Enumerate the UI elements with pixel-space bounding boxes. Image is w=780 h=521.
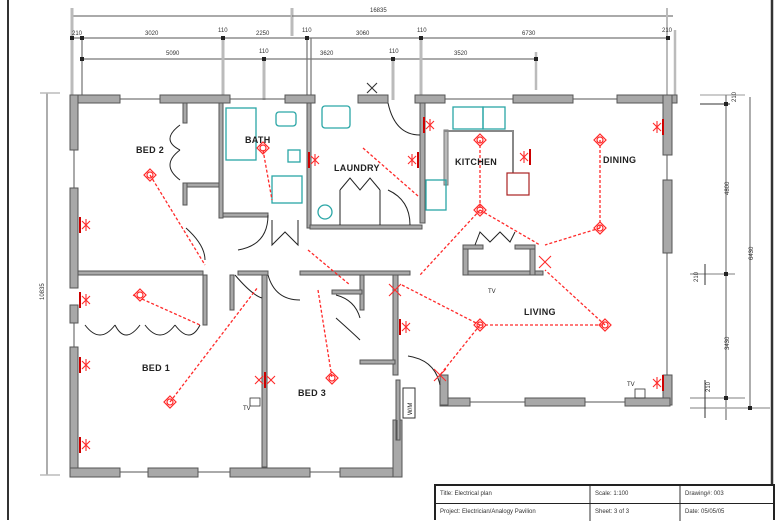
dimension-lines-top	[70, 8, 677, 100]
outlet-icon	[433, 368, 447, 382]
room-label-bath: BATH	[245, 135, 271, 145]
light-points	[133, 133, 612, 409]
light-icon	[593, 221, 607, 235]
tv-label-living2: TV	[627, 382, 635, 388]
outlet-icon	[407, 152, 419, 168]
shower	[271, 175, 303, 204]
light-icon	[473, 318, 487, 332]
dimension-ticks-top	[70, 36, 670, 61]
title-block-project: Project: Electrician/Analogy Pavilion	[436, 504, 591, 521]
dim-top-1: 3020	[145, 31, 159, 37]
dim-second-4: 3520	[454, 51, 468, 57]
walls	[69, 94, 678, 478]
outlet-icon	[79, 217, 91, 233]
dim-top-5: 3060	[356, 31, 370, 37]
outlet-icon	[308, 152, 320, 168]
meter-box	[402, 387, 416, 419]
dim-top-3: 2250	[256, 31, 270, 37]
room-label-bed3: BED 3	[298, 388, 326, 398]
outlet-icon	[79, 292, 91, 308]
outlet-icon	[399, 319, 411, 335]
room-label-dining: DINING	[603, 155, 636, 165]
dimension-lines-left	[40, 92, 60, 476]
outlet-icon	[538, 255, 552, 269]
outlet-icon	[254, 372, 276, 388]
outlet-icon	[79, 357, 91, 373]
outlet-icon	[366, 82, 378, 94]
outlet-icon	[388, 283, 402, 297]
title-block-sheet: Sheet: 3 of 3	[591, 504, 681, 521]
title-block-scale: Scale: 1:100	[591, 486, 681, 503]
dim-second-2: 3620	[320, 51, 334, 57]
title-block: Title: Electrical plan Scale: 1:100 Draw…	[434, 484, 775, 521]
room-label-bed2: BED 2	[136, 145, 164, 155]
stove	[425, 179, 447, 211]
kitchen-sink-left	[452, 106, 484, 130]
light-icon	[598, 318, 612, 332]
fixtures	[225, 105, 506, 220]
tv-label-living: TV	[488, 289, 496, 295]
dim-top-8: 210	[662, 28, 673, 34]
power-outlets	[79, 82, 664, 453]
title-block-date: Date: 05/05/05	[685, 509, 725, 515]
light-icon	[163, 395, 177, 409]
dim-top-2: 110	[218, 28, 228, 34]
fridge	[506, 172, 530, 196]
outlet-icon	[519, 149, 531, 165]
room-label-living: LIVING	[524, 307, 556, 317]
dim-second-1: 110	[259, 49, 269, 55]
tv-label-bed3: TV	[243, 406, 251, 412]
dim-top-0: 210	[72, 31, 83, 37]
light-icon	[593, 133, 607, 147]
dim-right-lower: 3430	[725, 336, 731, 350]
laundry-tub	[321, 105, 351, 129]
outlet-icon	[423, 117, 435, 133]
light-icon	[143, 168, 157, 182]
outlet-icon	[652, 119, 664, 135]
room-label-laundry: LAUNDRY	[334, 163, 380, 173]
dimension-lines-right	[690, 94, 770, 420]
dim-overall-width: 16835	[370, 8, 387, 14]
light-icon	[473, 133, 487, 147]
washing-machine	[317, 204, 333, 220]
dim-right-small-top: 210	[732, 91, 738, 102]
title-block-row-2: Project: Electrician/Analogy Pavilion Sh…	[436, 504, 773, 521]
light-icon	[133, 288, 147, 302]
dim-second-0: 5090	[166, 51, 180, 57]
dim-left-height: 10835	[40, 283, 46, 300]
title-block-row-1: Title: Electrical plan Scale: 1:100 Draw…	[436, 486, 773, 504]
dim-right-small-bot: 210	[706, 381, 712, 392]
basin	[275, 111, 297, 127]
outlet-icon	[79, 437, 91, 453]
doors	[84, 102, 516, 386]
tv-point-living2	[634, 388, 646, 399]
light-icon	[473, 203, 487, 217]
dim-top-4: 110	[302, 28, 312, 34]
dim-second-3: 110	[389, 49, 399, 55]
dim-top-6: 110	[417, 28, 427, 34]
outlet-icon	[652, 375, 664, 391]
toilet	[287, 149, 301, 163]
meter-label: W/M	[408, 403, 414, 415]
light-icon	[325, 371, 339, 385]
dim-top-7: 6730	[522, 31, 536, 37]
dim-right-small-mid: 210	[694, 271, 700, 282]
title-block-title: Title: Electrical plan	[436, 486, 591, 503]
dim-right-inner: 4800	[725, 181, 731, 195]
room-label-kitchen: KITCHEN	[455, 157, 497, 167]
circuit-lines	[132, 140, 606, 403]
light-icon	[256, 141, 270, 155]
tv-point-bed3	[249, 397, 261, 407]
dim-right-outer: 6430	[749, 246, 755, 260]
kitchen-sink-right	[482, 106, 506, 130]
windows	[73, 98, 668, 473]
dimension-ticks-right	[724, 102, 752, 410]
bathtub	[225, 107, 257, 161]
title-block-drawing: Drawing#: 003	[685, 491, 724, 497]
room-label-bed1: BED 1	[142, 363, 170, 373]
